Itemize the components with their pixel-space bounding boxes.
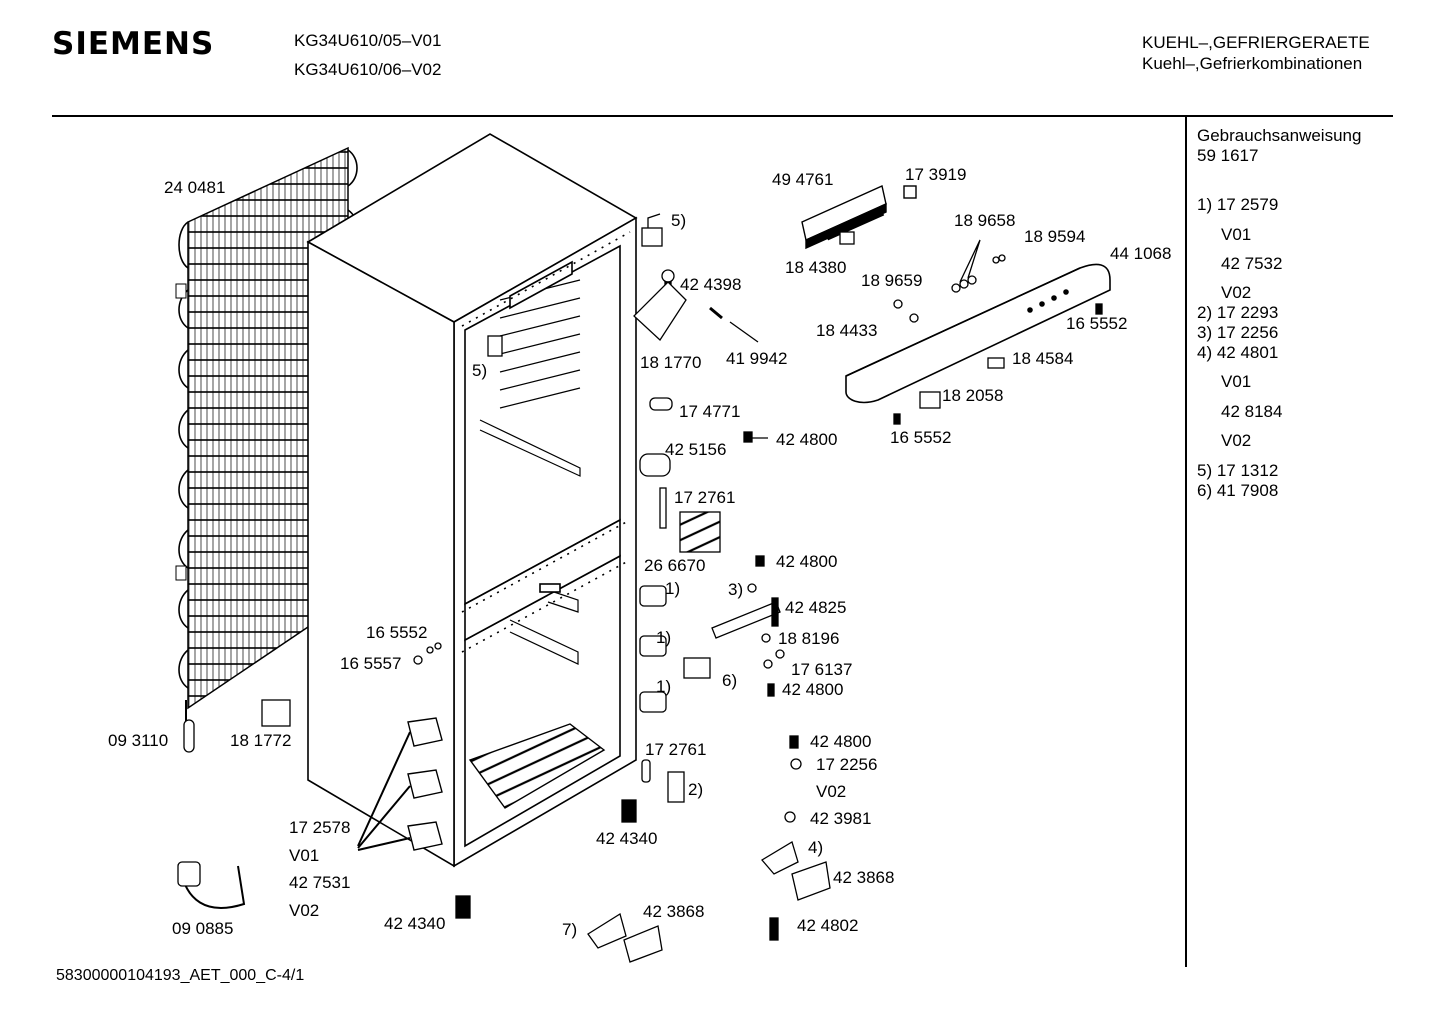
appliance-category: KUEHL–,GEFRIERGERAETE — [1142, 33, 1370, 52]
part-label: 09 0885 — [172, 919, 234, 938]
sidebar-entry: 2) 17 2293 — [1197, 303, 1279, 322]
part-label: 3) — [728, 580, 744, 599]
control-panel-44-1068 — [845, 263, 1111, 404]
model-number-2: KG34U610/06–V02 — [294, 60, 442, 79]
part-label: 17 2578 — [289, 818, 351, 837]
part-label: 42 4825 — [785, 598, 847, 617]
part-label: 17 3919 — [905, 165, 967, 184]
part-label: 42 3981 — [810, 809, 872, 828]
sidebar-manual-number: 59 1617 — [1197, 146, 1259, 165]
part-label: 18 9594 — [1024, 227, 1086, 246]
part-label: 09 3110 — [108, 731, 169, 750]
part-label: 17 6137 — [791, 660, 853, 679]
part-label: 1) — [665, 579, 681, 598]
part-label: 42 4340 — [596, 829, 658, 848]
part-label: 7) — [562, 920, 578, 939]
part-label: 42 4800 — [776, 430, 838, 449]
part-label: 42 3868 — [833, 868, 895, 887]
part-label: 5) — [671, 211, 687, 230]
part-label: 17 2761 — [645, 740, 707, 759]
sidebar-entry: 1) 17 2579 — [1197, 195, 1279, 214]
electronic-module-49-4761 — [801, 185, 917, 250]
part-label: 18 9659 — [861, 271, 923, 290]
part-label: 42 4398 — [680, 275, 742, 294]
refrigerator-cabinet — [306, 133, 638, 868]
part-label: 18 4433 — [816, 321, 878, 340]
document-id: 58300000104193_AET_000_C-4/1 — [56, 967, 305, 984]
small-parts — [177, 213, 1103, 963]
part-label: 41 9942 — [726, 349, 788, 368]
part-label: 42 4802 — [797, 916, 859, 935]
part-label: 18 4380 — [785, 258, 847, 277]
sidebar-entry: 5) 17 1312 — [1197, 461, 1279, 480]
part-label: 42 7531 — [289, 873, 351, 892]
model-number-1: KG34U610/05–V01 — [294, 31, 442, 50]
part-label: 18 9658 — [954, 211, 1016, 230]
part-label: 16 5552 — [890, 428, 952, 447]
sidebar-entry: 42 7532 — [1221, 254, 1283, 273]
part-label: 18 8196 — [778, 629, 840, 648]
sidebar-entry: 4) 42 4801 — [1197, 343, 1279, 362]
appliance-subcategory: Kuehl–,Gefrierkombinationen — [1142, 54, 1363, 73]
sidebar-entry: V01 — [1221, 225, 1252, 244]
part-label: 42 3868 — [643, 902, 705, 921]
part-label: 18 4584 — [1012, 349, 1074, 368]
part-label: 6) — [722, 671, 738, 690]
part-label: V02 — [816, 782, 847, 801]
sidebar-entry: V02 — [1221, 431, 1252, 450]
part-label: 42 4340 — [384, 914, 446, 933]
sidebar-entry: 42 8184 — [1221, 402, 1283, 421]
part-label: 16 5552 — [366, 623, 428, 642]
header-divider — [52, 115, 1393, 117]
part-label: 16 5557 — [340, 654, 402, 673]
part-label: 1) — [656, 677, 672, 696]
part-label: 4) — [808, 838, 824, 857]
part-label: V02 — [289, 901, 320, 920]
part-label: 42 5156 — [665, 440, 727, 459]
part-label: V01 — [289, 846, 320, 865]
sidebar-entry: 3) 17 2256 — [1197, 323, 1279, 342]
part-label: 1) — [656, 628, 672, 647]
part-label: 42 4800 — [810, 732, 872, 751]
part-label: 16 5552 — [1066, 314, 1128, 333]
part-label: 42 4800 — [782, 680, 844, 699]
part-label: 2) — [688, 780, 704, 799]
part-label: 44 1068 — [1110, 244, 1172, 263]
part-label: 18 1770 — [640, 353, 702, 372]
door-hinges-17-2578 — [357, 717, 443, 851]
part-label: 17 2761 — [674, 488, 736, 507]
part-label: 18 2058 — [942, 386, 1004, 405]
sidebar-manual-label: Gebrauchsanweisung — [1197, 126, 1362, 145]
part-label: 26 6670 — [644, 556, 706, 575]
sidebar-entry: 6) 41 7908 — [1197, 481, 1279, 500]
sidebar-entry: V02 — [1221, 283, 1252, 302]
part-label: 5) — [472, 361, 488, 380]
part-label: 24 0481 — [164, 178, 226, 197]
part-label: 42 4800 — [776, 552, 838, 571]
sidebar-entry: V01 — [1221, 372, 1252, 391]
part-label: 17 4771 — [679, 402, 741, 421]
part-label: 18 1772 — [230, 731, 292, 750]
sidebar-divider — [1185, 117, 1187, 967]
brand-logo: SIEMENS — [52, 26, 215, 62]
part-label: 49 4761 — [772, 170, 834, 189]
part-label: 17 2256 — [816, 755, 878, 774]
